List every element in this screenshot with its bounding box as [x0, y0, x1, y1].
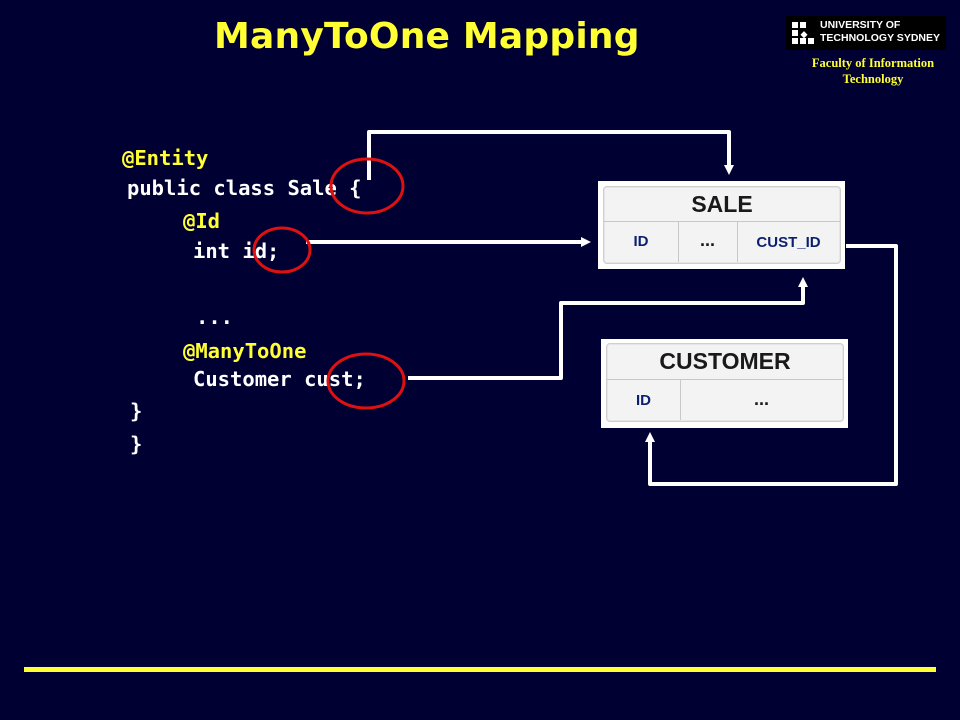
faculty-line-2: Technology: [842, 72, 904, 86]
uts-logo-text: UNIVERSITY OF TECHNOLOGY SYDNEY: [820, 19, 940, 44]
cust-to-cust-id-connector: [408, 277, 808, 380]
class-name-highlight: [329, 157, 405, 215]
sale-col-cust-id: CUST_ID: [756, 234, 821, 251]
code-ellipsis: ...: [196, 305, 234, 329]
id-field-highlight: [252, 226, 312, 274]
code-close-brace-inner: }: [130, 399, 143, 423]
uts-logo-icon: [792, 22, 814, 44]
code-customer-field: Customer cust;: [193, 367, 366, 391]
cust-id-to-customer-id-connector: [645, 244, 898, 486]
customer-table: CUSTOMER ID ...: [606, 343, 844, 422]
code-id-annotation: @Id: [183, 209, 221, 233]
customer-table-name: CUSTOMER: [659, 348, 791, 374]
code-manytoone-annotation: @ManyToOne: [183, 339, 307, 363]
sale-header-divider: [604, 221, 840, 222]
uts-logo: UNIVERSITY OF TECHNOLOGY SYDNEY: [786, 16, 946, 50]
logo-line-1: UNIVERSITY OF: [820, 19, 901, 31]
footer-rule: [24, 667, 936, 672]
sale-col-ellipsis: ...: [699, 230, 715, 250]
slide-title: ManyToOne Mapping: [214, 16, 640, 57]
customer-col-id: ID: [636, 392, 651, 409]
code-id-field: int id;: [193, 239, 280, 263]
class-to-sale-table-connector: [367, 130, 734, 180]
sale-table-name: SALE: [691, 191, 753, 217]
code-close-brace-outer: }: [130, 432, 143, 456]
logo-line-2: TECHNOLOGY SYDNEY: [820, 31, 940, 44]
sale-table: SALE ID ... CUST_ID: [603, 186, 841, 264]
sale-col-divider-1: [678, 222, 679, 262]
customer-col-divider: [680, 380, 681, 420]
sale-col-id: ID: [633, 233, 649, 250]
code-entity-annotation: @Entity: [122, 146, 209, 170]
code-class-declaration: public class Sale {: [127, 176, 362, 200]
faculty-label: Faculty of Information Technology: [792, 55, 954, 87]
faculty-line-1: Faculty of Information: [811, 56, 935, 70]
customer-header-divider: [607, 379, 843, 380]
cust-field-highlight: [326, 352, 406, 410]
sale-col-divider-2: [737, 222, 738, 262]
customer-col-ellipsis: ...: [753, 389, 769, 409]
